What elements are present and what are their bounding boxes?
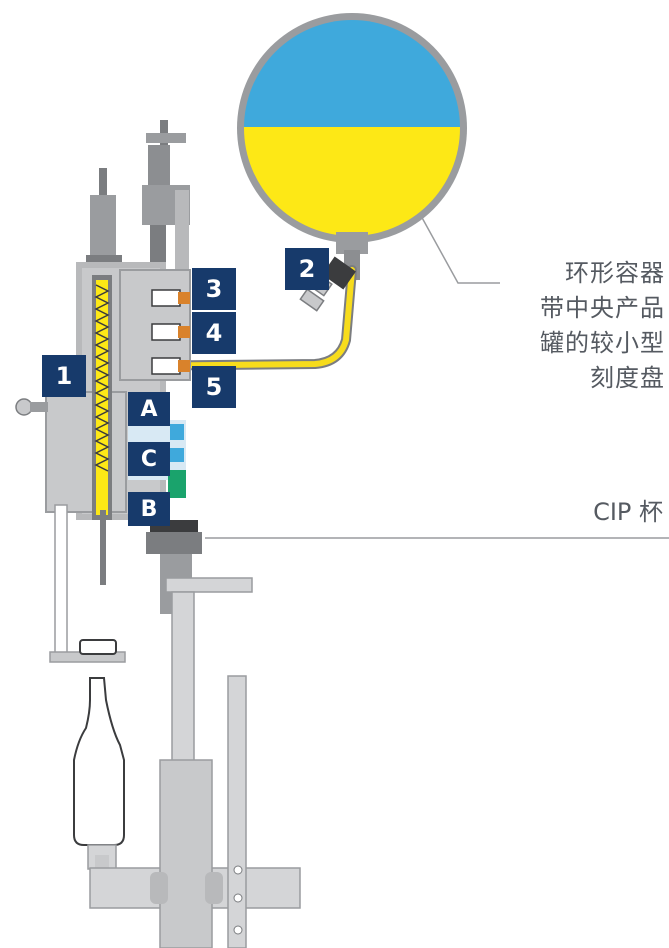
tank-product-zone	[244, 127, 460, 236]
badge-B: B	[128, 492, 170, 526]
badge-2: 2	[285, 248, 329, 290]
ring-tank-callout-line-4: 刻度盘	[590, 364, 665, 392]
glass-bottle-icon	[73, 677, 125, 846]
badge-4: 4	[192, 312, 236, 354]
ring-tank-callout-line-2: 带中央产品	[540, 294, 665, 322]
badge-1: 1	[42, 355, 86, 397]
ring-tank-callout: 环形容器 带中央产品 罐的较小型 刻度盘	[540, 256, 665, 396]
badge-5: 5	[192, 366, 236, 408]
ring-tank-callout-line-3: 罐的较小型	[540, 329, 665, 357]
badge-A: A	[128, 392, 170, 426]
cip-cup-callout: CIP 杯	[593, 498, 663, 526]
badge-3: 3	[192, 268, 236, 310]
actuator-column	[142, 120, 190, 275]
left-rod	[49, 504, 126, 663]
lift-cylinder	[87, 675, 301, 948]
ring-tank-callout-line-1: 环形容器	[565, 259, 665, 287]
tank-gas-zone	[244, 20, 460, 127]
cip-swing-arm	[165, 577, 253, 763]
filling-valve-body	[15, 262, 191, 585]
ring-tank-leader-line	[419, 213, 500, 284]
badge-C: C	[128, 442, 170, 476]
probe-column	[86, 168, 122, 267]
